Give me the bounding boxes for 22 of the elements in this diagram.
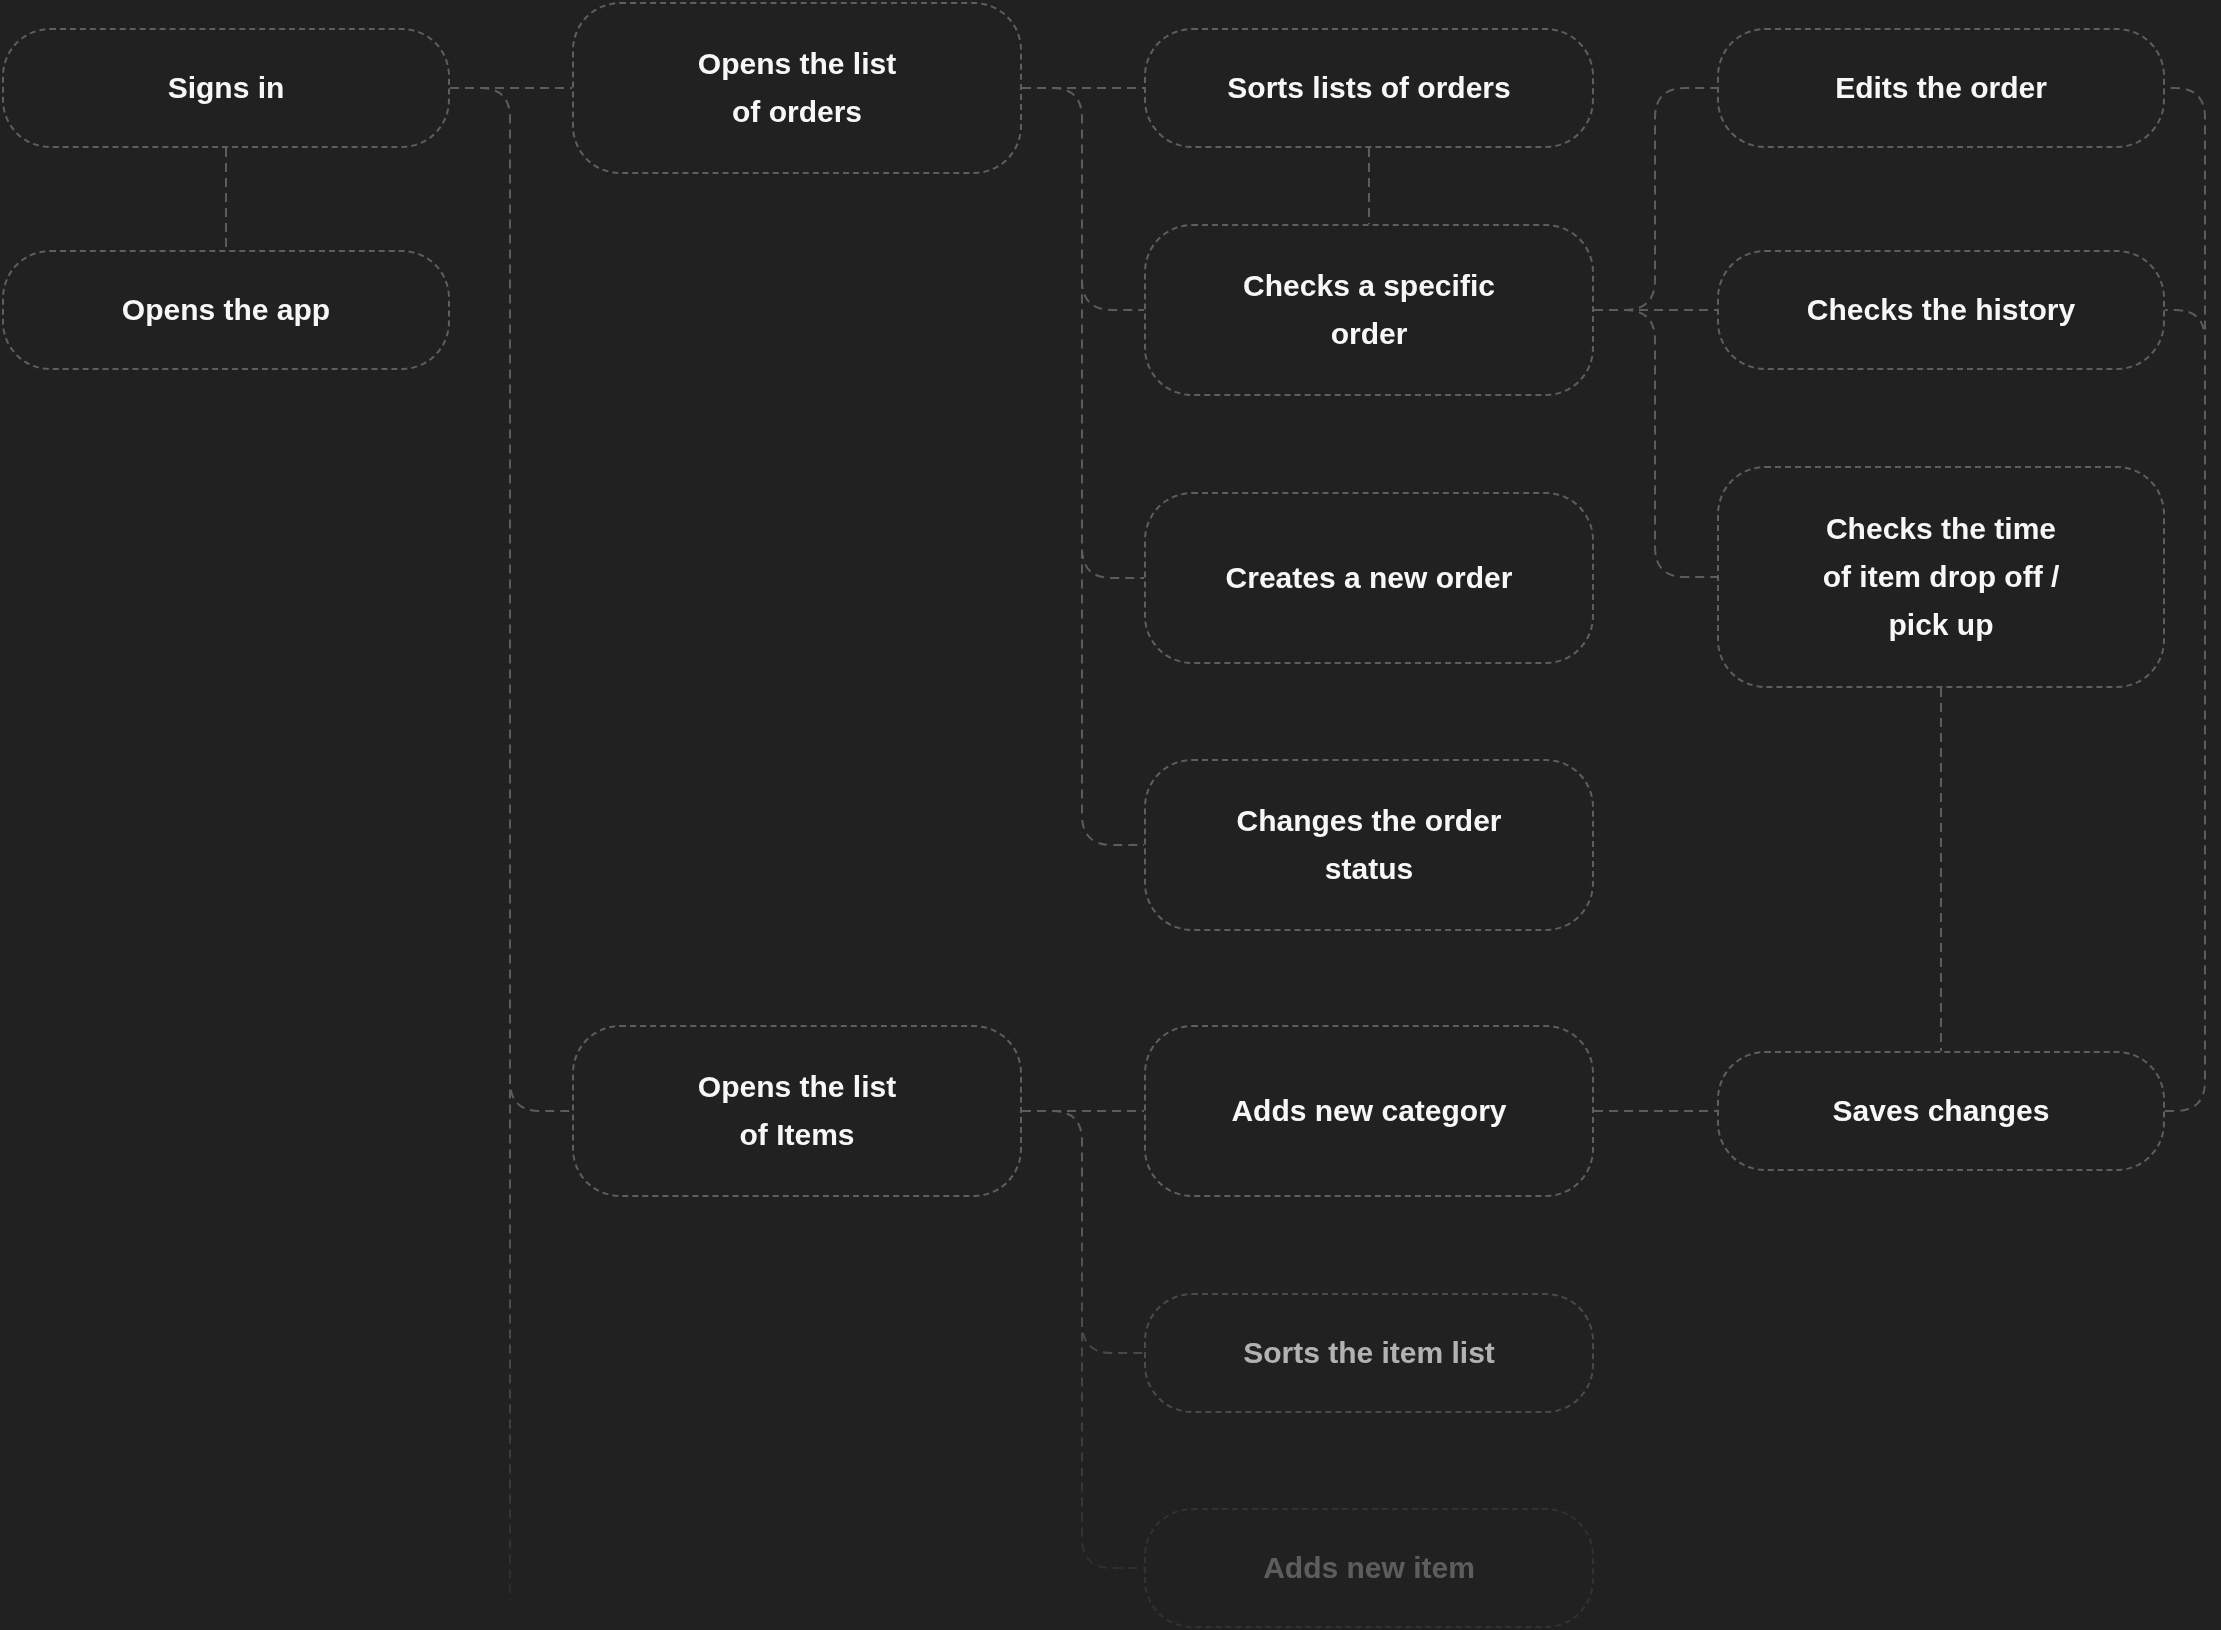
step-label: Creates a new order bbox=[1225, 560, 1513, 596]
step-label: Changes the order status bbox=[1235, 803, 1503, 887]
step-label: Opens the app bbox=[121, 292, 331, 328]
step-label: Signs in bbox=[167, 70, 285, 106]
step-label: Checks the history bbox=[1806, 292, 2076, 328]
connector-line bbox=[1940, 687, 1942, 1052]
step-label: Opens the list of orders bbox=[696, 46, 898, 130]
connector-line bbox=[1021, 87, 1145, 846]
process-box bbox=[1717, 466, 2165, 688]
step-label: Sorts lists of orders bbox=[1227, 70, 1511, 106]
connector-line bbox=[1368, 147, 1370, 225]
connector-line bbox=[1593, 87, 1718, 578]
step-label: Edits the order bbox=[1835, 70, 2047, 106]
step-label: Checks a specific order bbox=[1242, 268, 1496, 352]
connector-line bbox=[1593, 1110, 1718, 1112]
step-label: Opens the list of Items bbox=[696, 1069, 898, 1153]
step-label: Saves changes bbox=[1832, 1093, 2050, 1129]
connector-line bbox=[2164, 87, 2206, 1112]
step-label: Adds new category bbox=[1231, 1093, 1507, 1129]
connector-line bbox=[1021, 1110, 1145, 1569]
step-label: Sorts the item list bbox=[1243, 1335, 1495, 1371]
step-label: Checks the time of item drop off / pick up bbox=[1821, 511, 2061, 643]
